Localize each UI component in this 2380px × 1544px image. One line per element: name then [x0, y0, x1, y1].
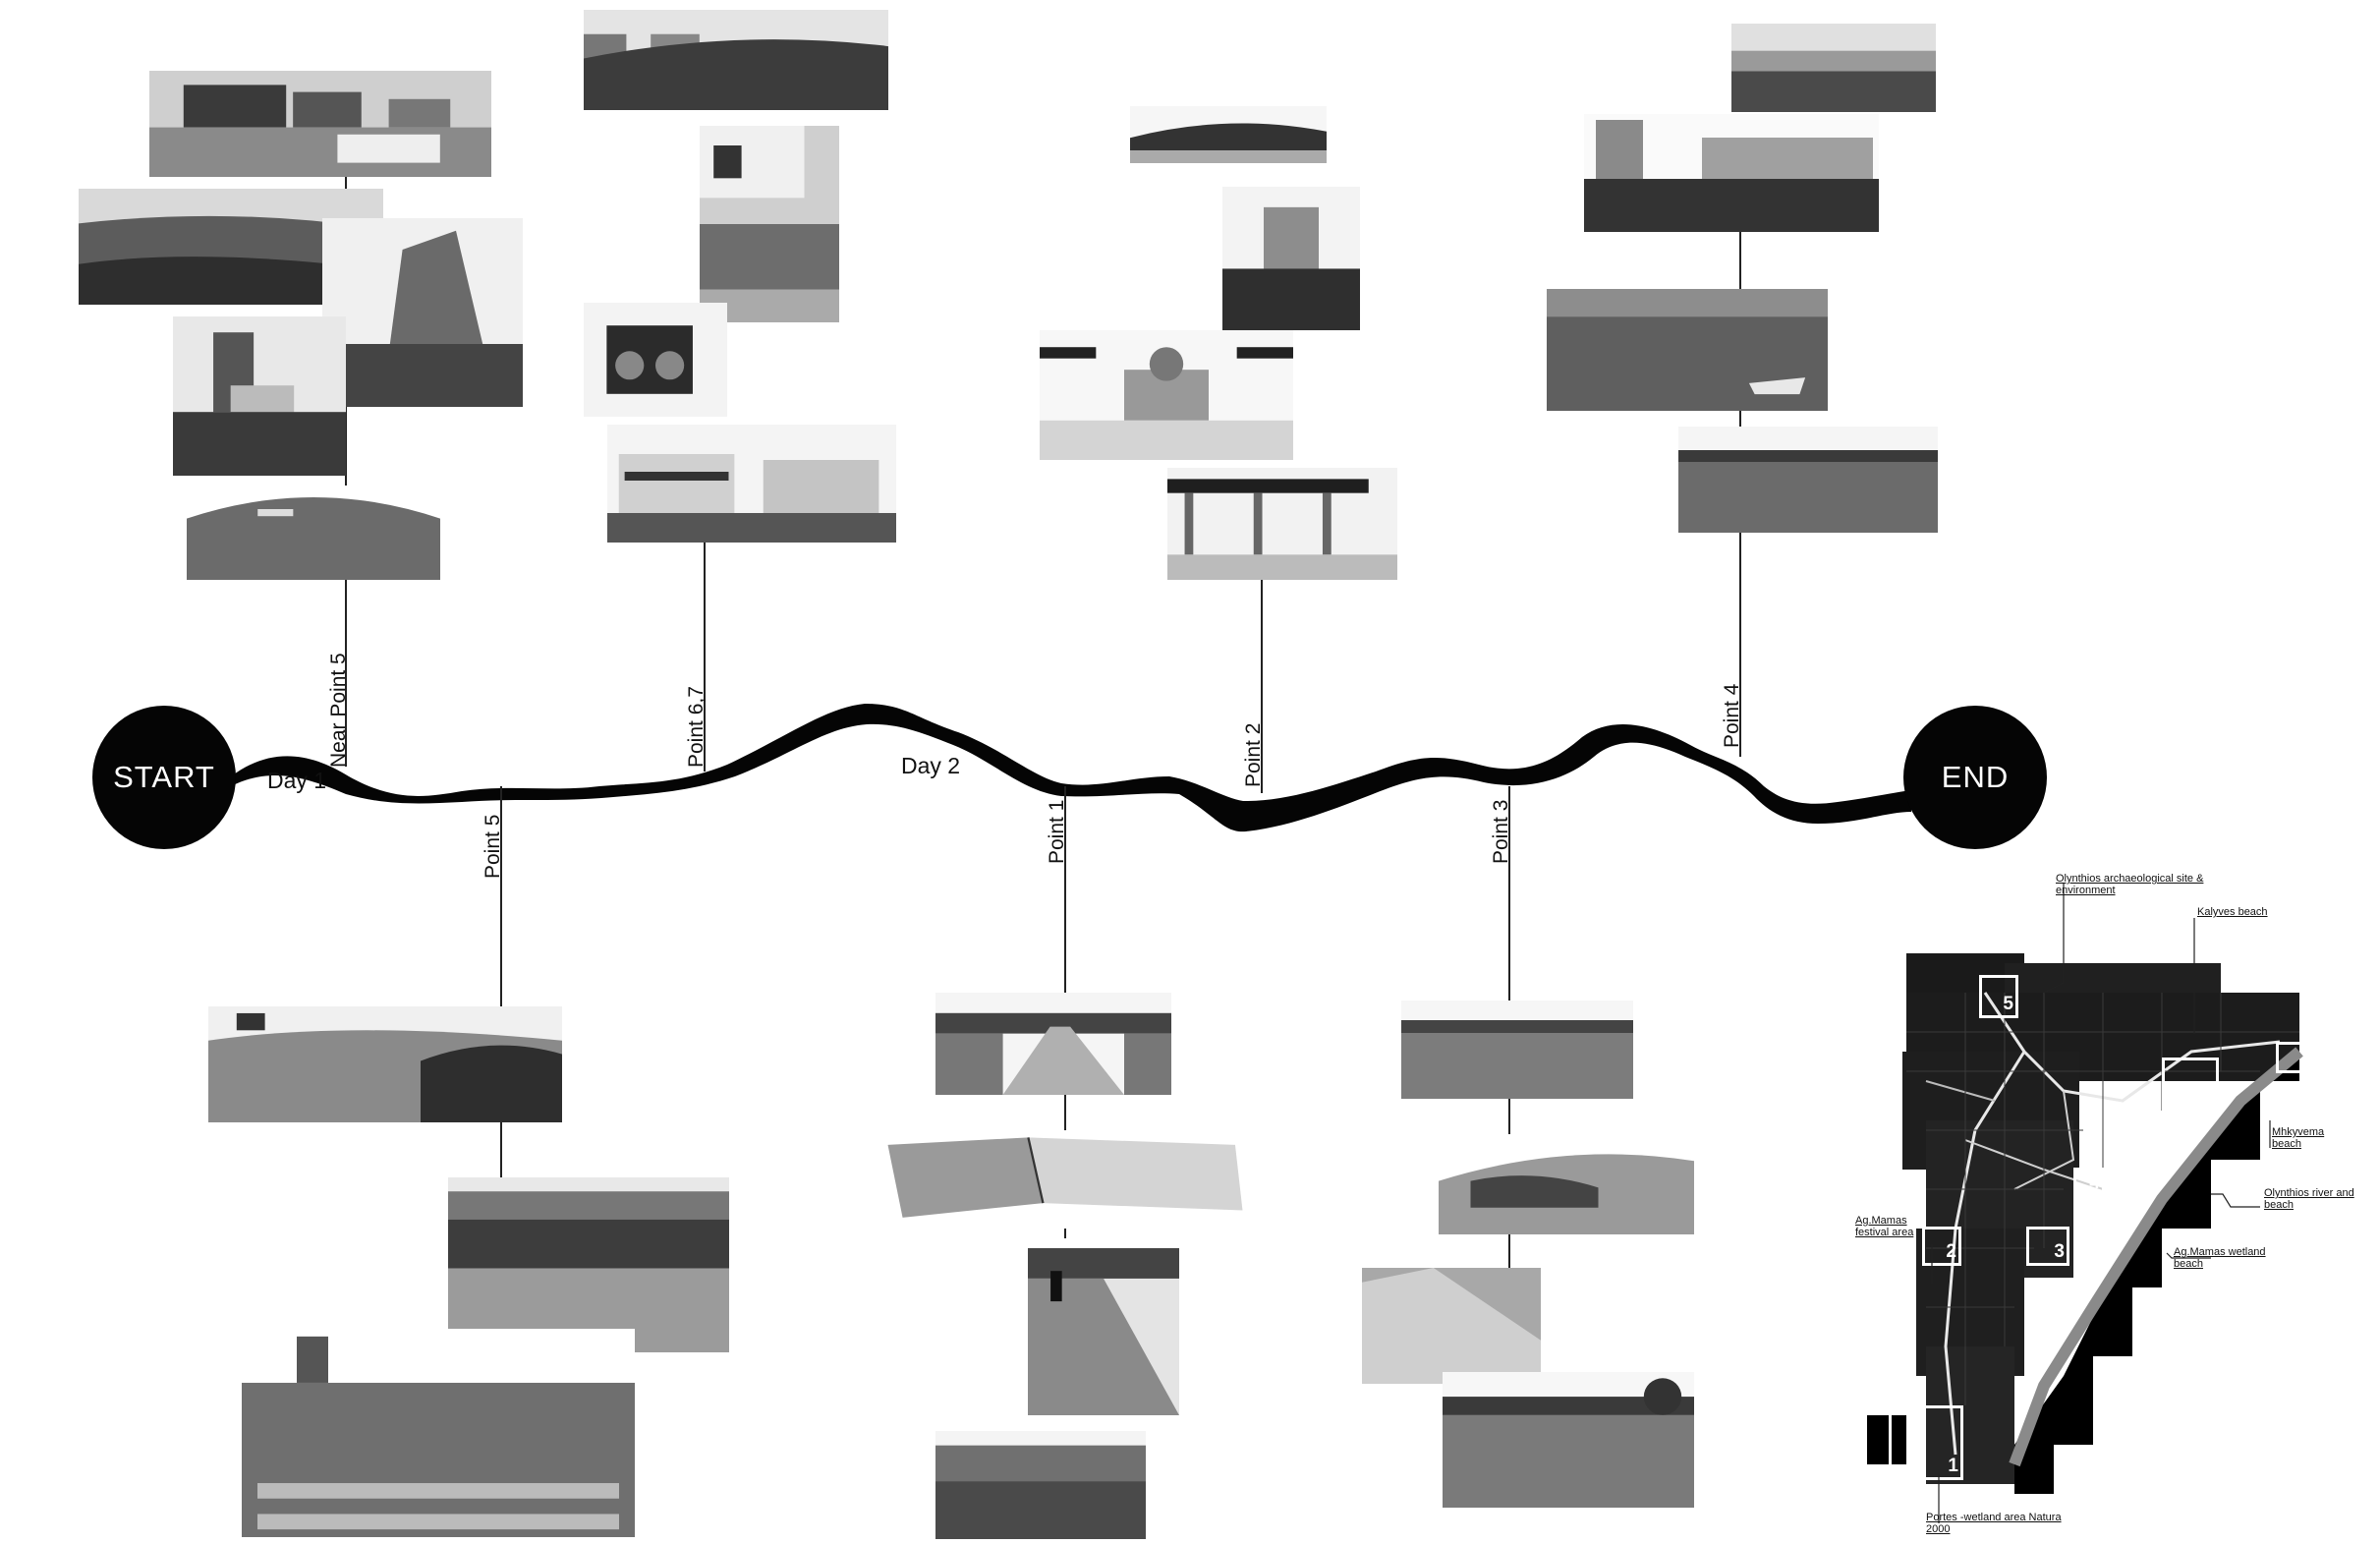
photo-scrub-field-trees [1443, 1372, 1694, 1508]
photo-dune-grass [1439, 1134, 1694, 1234]
photo-dirt-road [935, 993, 1171, 1095]
map-marker-7: 7 [2276, 1042, 2315, 1073]
map-satellite-image [1867, 953, 2303, 1494]
map-marker-4: 4 [2073, 1168, 2105, 1197]
map-marker-1: 1 [1889, 1405, 1963, 1480]
map-label-kalyves-beach: Kalyves beach [2197, 906, 2268, 918]
photo-open-meadow [1678, 427, 1938, 533]
label-point-4: Point 4 [1721, 683, 1743, 748]
photo-overgrown-houses [584, 10, 888, 110]
photo-tall-grass [935, 1431, 1146, 1539]
photo-ruined-wall-grass [1584, 114, 1879, 232]
map-marker-3: 3 [2026, 1227, 2069, 1266]
label-point-1: Point 1 [1046, 799, 1068, 864]
photo-sandy-beach [1362, 1268, 1541, 1384]
photo-abandoned-mattress [880, 1130, 1250, 1229]
map-label-portes-wetland: Portes -wetland area Natura 2000 [1926, 1512, 2062, 1535]
label-point-5: Point 5 [482, 814, 504, 879]
map-label-mhkyvema-beach: Mhkyvema beach [2272, 1126, 2325, 1150]
photo-derelict-gate [584, 303, 727, 417]
start-node: START [92, 706, 236, 849]
map-marker-6: 6 [2162, 1058, 2219, 1111]
photo-ruined-tower [322, 218, 523, 407]
photo-abandoned-building-pool [700, 126, 839, 322]
photo-archaeological-foundations [242, 1329, 635, 1537]
map-label-olynthios-site: Olynthios archaeological site & environm… [2056, 873, 2204, 896]
map-label-ag-mamas-wetland: Ag.Mamas wetland beach [2174, 1246, 2266, 1270]
day-1-label: Day 1 [267, 768, 327, 793]
photo-village-hill-ruins [448, 1177, 729, 1352]
map-marker-5: 5 [1979, 975, 2018, 1018]
start-label: START [113, 760, 215, 794]
photo-market-shelters [1167, 468, 1397, 580]
photo-holiday-houses [607, 425, 896, 543]
day-2-label: Day 2 [901, 753, 961, 778]
label-point-6-7: Point 6,7 [685, 686, 708, 768]
connector-point-3 [1508, 786, 1510, 1445]
photo-treeline [1130, 106, 1327, 163]
photo-stone-ruin-shelter [173, 316, 346, 476]
photo-wetland-reeds [1731, 24, 1936, 112]
label-near-point-5: Near Point 5 [327, 653, 350, 768]
connector-point-2 [1261, 565, 1263, 793]
connector-near-point-5 [345, 177, 347, 767]
end-label: END [1941, 760, 2010, 794]
site-map: 1 2 3 4 5 6 7 [1867, 934, 2339, 1494]
photo-coastal-path-walkers [1028, 1248, 1179, 1415]
map-label-olynthios-river: Olynthios river and beach [2264, 1187, 2354, 1211]
connector-point-6-7 [704, 482, 706, 772]
photo-water-tank [1222, 187, 1360, 330]
label-point-2: Point 2 [1242, 722, 1265, 787]
label-point-3: Point 3 [1490, 799, 1512, 864]
photo-river-boat [1547, 289, 1828, 411]
photo-dump-site [208, 1006, 562, 1122]
end-node: END [1903, 706, 2047, 849]
map-label-ag-mamas-festival: Ag.Mamas festival area [1855, 1215, 1914, 1238]
photo-church-plaza [1040, 330, 1293, 460]
photo-grassy-mound [187, 486, 440, 580]
photo-dry-field [1401, 1001, 1633, 1099]
photo-industrial-buildings [149, 71, 491, 177]
map-marker-2: 2 [1922, 1227, 1961, 1266]
